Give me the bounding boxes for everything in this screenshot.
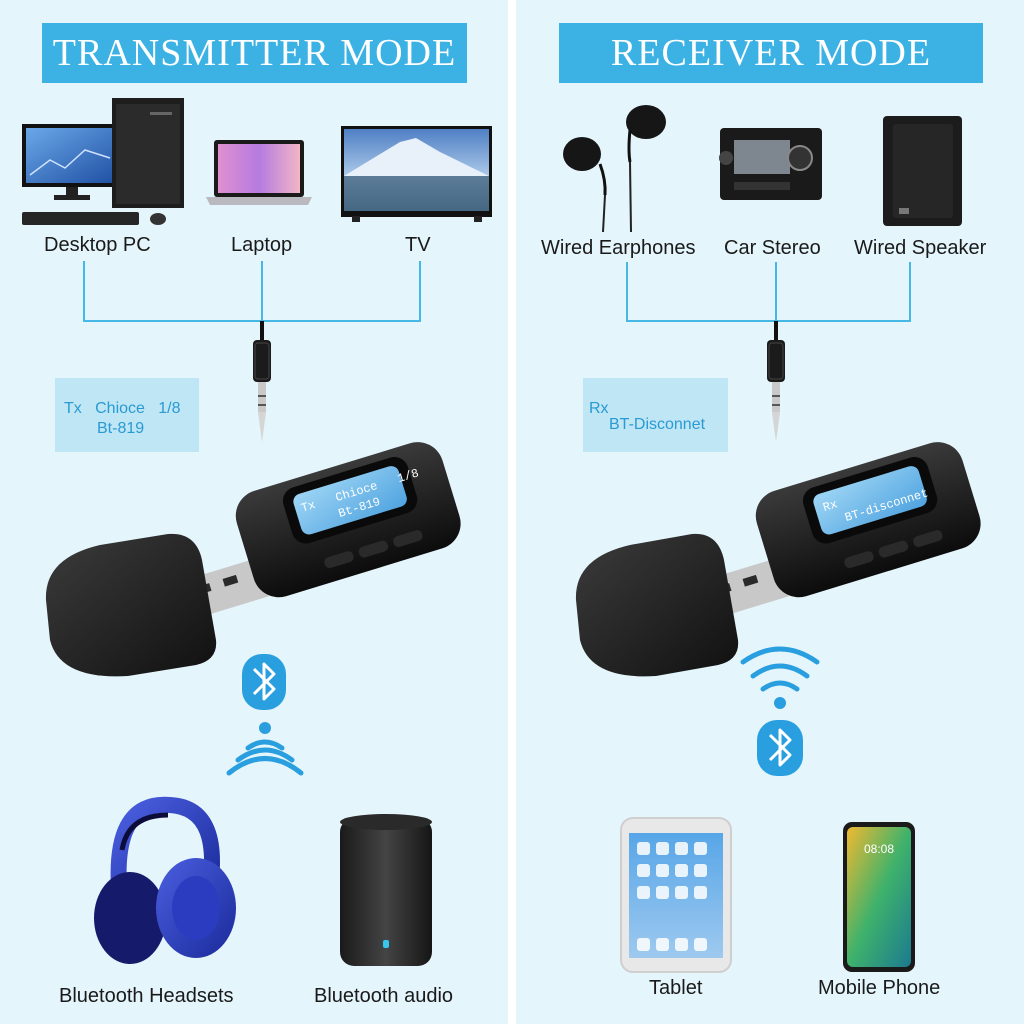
usb-cap bbox=[45, 533, 217, 677]
wired-speaker-image bbox=[883, 116, 962, 226]
receiver-connector-lines bbox=[626, 262, 911, 322]
usb-cap bbox=[575, 533, 739, 677]
bluetooth-audio-speaker-image bbox=[340, 814, 432, 966]
desktop-pc-image bbox=[22, 98, 184, 225]
wired-earphones-image bbox=[563, 105, 666, 233]
signal-waves-icon bbox=[740, 646, 820, 709]
laptop-image bbox=[206, 140, 312, 205]
label-mobile-phone: Mobile Phone bbox=[818, 977, 941, 999]
phone-clock: 08:08 bbox=[864, 842, 894, 856]
signal-waves-icon bbox=[226, 722, 304, 776]
audio-jack-icon bbox=[253, 321, 271, 442]
car-stereo-image bbox=[719, 128, 822, 200]
receiver-display-callout: Rx BT-Disconnet bbox=[583, 378, 728, 452]
label-bluetooth-audio: Bluetooth audio bbox=[314, 985, 454, 1007]
receiver-mode-title: RECEIVER MODE bbox=[559, 23, 983, 83]
bluetooth-headsets-image bbox=[94, 796, 236, 964]
transmitter-connector-lines bbox=[83, 261, 421, 322]
mobile-phone-image: 08:08 bbox=[843, 822, 915, 972]
label-desktop-pc: Desktop PC bbox=[44, 234, 151, 256]
transmitter-display-line1: Tx Chioce 1/8 bbox=[64, 400, 181, 417]
bluetooth-icon bbox=[242, 654, 286, 710]
tv-image bbox=[341, 126, 492, 222]
label-bluetooth-headsets: Bluetooth Headsets bbox=[59, 985, 234, 1007]
label-wired-speaker: Wired Speaker bbox=[854, 237, 987, 259]
receiver-display-line2: BT-Disconnet bbox=[609, 416, 706, 433]
tablet-image bbox=[620, 817, 732, 973]
panel-divider bbox=[508, 0, 516, 1024]
bluetooth-icon bbox=[757, 720, 803, 776]
label-wired-earphones: Wired Earphones bbox=[541, 237, 696, 259]
audio-jack-icon bbox=[767, 321, 785, 442]
receiver-dongle: Rx BT-disconnet bbox=[575, 442, 981, 677]
label-laptop: Laptop bbox=[231, 234, 293, 256]
transmitter-dongle: Tx Chioce 1/8 Bt-819 bbox=[45, 442, 461, 677]
label-tv: TV bbox=[405, 234, 431, 256]
label-car-stereo: Car Stereo bbox=[724, 237, 821, 259]
receiver-screen-line1: Rx bbox=[821, 497, 839, 515]
transmitter-display-line2: Bt-819 bbox=[97, 420, 145, 437]
transmitter-display-callout: Tx Chioce 1/8 Bt-819 bbox=[55, 378, 199, 452]
transmitter-mode-title: TRANSMITTER MODE bbox=[42, 23, 467, 83]
label-tablet: Tablet bbox=[649, 977, 703, 999]
receiver-display-line1: Rx bbox=[589, 400, 609, 417]
